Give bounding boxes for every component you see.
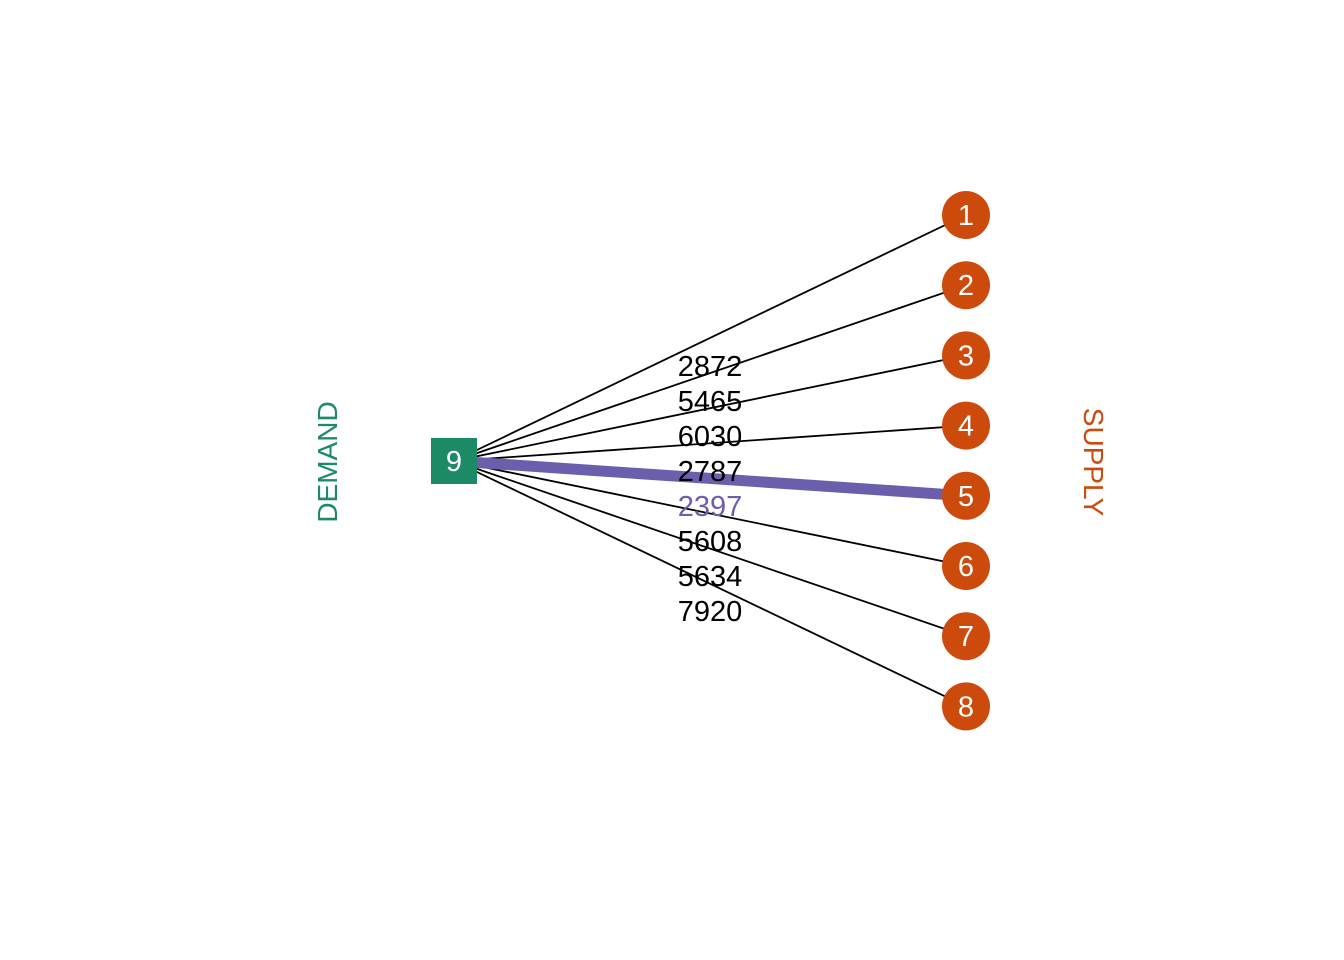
supply-node-shape: [942, 331, 990, 380]
supply-node-shape: [942, 682, 990, 731]
supply-node-4: 4: [942, 401, 990, 450]
edge-weight-label: 7920: [678, 596, 743, 628]
supply-node-5: 5: [942, 471, 990, 520]
supply-node-label: 2: [958, 270, 974, 302]
edge-weight-label: 5465: [678, 386, 743, 418]
supply-node-shape: [942, 261, 990, 310]
supply-node-label: 6: [958, 551, 974, 583]
supply-node-shape: [942, 612, 990, 661]
supply-node-1: 1: [942, 191, 990, 239]
edge-weight-label: 2872: [678, 351, 743, 383]
supply-node-6: 6: [942, 542, 990, 590]
demand-group-label: DEMAND: [312, 401, 343, 522]
supply-node-label: 3: [958, 340, 974, 372]
supply-node-label: 8: [958, 691, 974, 723]
supply-node-label: 7: [958, 621, 974, 653]
edge-9-7: [453, 460, 967, 638]
edge-9-5: [453, 455, 967, 502]
demand-node-label: 9: [446, 446, 462, 478]
edge-9-2: [453, 284, 967, 462]
edge-weight-label: 5608: [678, 526, 743, 558]
edges-layer: [453, 214, 967, 708]
supply-node-7: 7: [942, 612, 990, 661]
demand-node: 9: [431, 438, 477, 484]
supply-node-8: 8: [942, 682, 990, 731]
supply-node-2: 2: [942, 261, 990, 310]
edge-weight-label: 6030: [678, 421, 743, 453]
edge-weight-label: 2787: [678, 456, 743, 488]
supply-node-label: 5: [958, 481, 974, 513]
nodes-layer: 9 1 2 3 4 5 6 7 8: [431, 191, 990, 731]
supply-node-shape: [942, 471, 990, 520]
supply-node-shape: [942, 542, 990, 590]
demand-node-shape: [431, 438, 477, 484]
edge-9-3: [453, 354, 967, 462]
supply-node-label: 1: [958, 200, 974, 232]
edge-9-1: [453, 214, 967, 462]
supply-group-label: SUPPLY: [1078, 408, 1109, 517]
edge-9-8: [453, 460, 967, 708]
supply-node-3: 3: [942, 331, 990, 380]
supply-node-shape: [942, 401, 990, 450]
supply-node-shape: [942, 191, 990, 239]
edge-9-6: [453, 460, 967, 567]
edge-weight-label: 2397: [678, 491, 743, 523]
edge-weight-label: 5634: [678, 561, 743, 593]
supply-node-label: 4: [958, 411, 974, 443]
edge-9-4: [453, 424, 967, 462]
